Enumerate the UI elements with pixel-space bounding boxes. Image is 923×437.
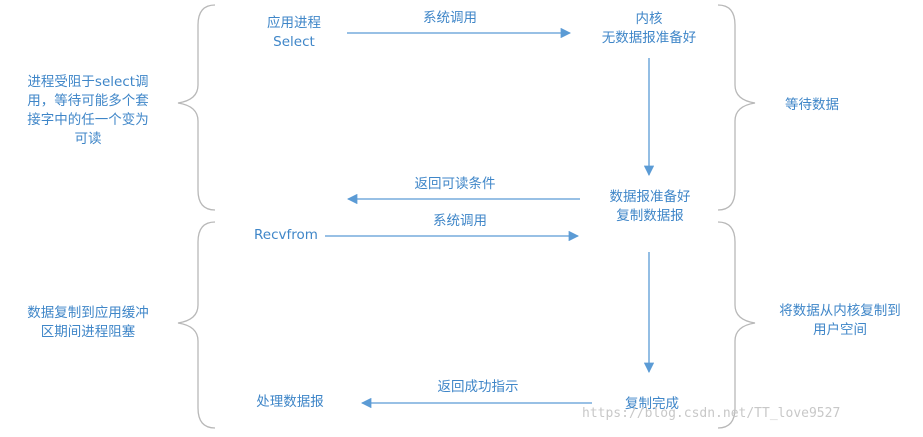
node-kernel-line2: 无数据报准备好 (601, 30, 697, 46)
annotation-blocked-select-line1: 进程受阻于select调 (27, 74, 149, 90)
annotation-copy-kernel-user-line2: 用户空间 (813, 322, 867, 338)
annotation-copy-blocked-line2: 区期间进程阻塞 (40, 324, 136, 340)
label-return-success: 返回成功指示 (437, 379, 519, 395)
node-recvfrom: Recvfrom (254, 227, 318, 243)
node-app-process: 应用进程 Select (246, 14, 342, 52)
right-brace-top (717, 4, 756, 211)
label-syscall-2: 系统调用 (433, 213, 487, 229)
node-process-datagram: 处理数据报 (256, 394, 324, 410)
left-brace-top (177, 4, 216, 211)
annotation-blocked-select-line3: 接字中的任一个变为 (27, 112, 149, 128)
annotation-copy-blocked: 数据复制到应用缓冲 区期间进程阻塞 (4, 304, 172, 342)
left-brace-bottom (177, 221, 216, 429)
node-data-ready-line2: 复制数据报 (616, 208, 684, 224)
annotation-copy-kernel-user-line1: 将数据从内核复制到 (779, 303, 901, 319)
label-return-readable: 返回可读条件 (414, 176, 496, 192)
node-kernel-line1: 内核 (635, 11, 663, 27)
node-app-process-line2: Select (273, 34, 315, 50)
node-copy-done: 复制完成 (625, 396, 679, 412)
annotation-copy-kernel-user: 将数据从内核复制到 用户空间 (760, 302, 920, 340)
annotation-blocked-select-line2: 用，等待可能多个套 (27, 93, 149, 109)
node-data-ready-line1: 数据报准备好 (609, 189, 691, 205)
annotation-copy-blocked-line1: 数据复制到应用缓冲 (27, 305, 149, 321)
node-kernel: 内核 无数据报准备好 (580, 10, 718, 48)
watermark: https://blog.csdn.net/TT_love9527 (582, 406, 841, 421)
annotation-blocked-select-line4: 可读 (74, 131, 102, 147)
right-brace-bottom (717, 221, 756, 429)
label-syscall-1: 系统调用 (423, 10, 477, 26)
annotation-blocked-select: 进程受阻于select调 用，等待可能多个套 接字中的任一个变为 可读 (8, 73, 168, 149)
node-app-process-line1: 应用进程 (267, 15, 321, 31)
node-data-ready: 数据报准备好 复制数据报 (590, 188, 710, 226)
annotation-wait-data: 等待数据 (785, 97, 839, 113)
